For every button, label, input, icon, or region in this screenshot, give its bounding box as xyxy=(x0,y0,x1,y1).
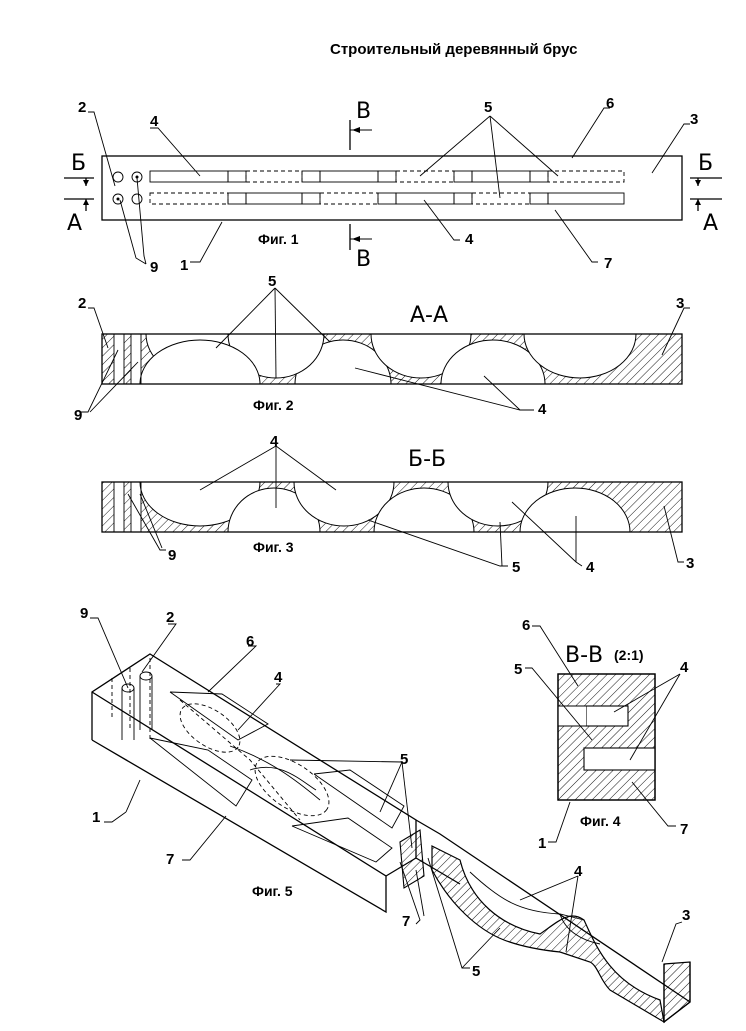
part-number-label: 7 xyxy=(166,851,174,868)
part-number-label: 6 xyxy=(522,617,530,634)
part-number-label: 1 xyxy=(538,835,546,852)
part-number-label: 4 xyxy=(150,113,159,130)
hole-icon xyxy=(131,193,143,205)
part-number-label: 9 xyxy=(74,407,82,424)
part-number-label: 3 xyxy=(682,907,690,924)
part-number-label: 3 xyxy=(690,111,698,128)
part-number-label: 5 xyxy=(514,661,522,678)
part-number-label: 2 xyxy=(166,609,174,626)
fig5-isometric: 9 2 6 4 5 1 7 7 5 4 3 Фиг. 5 xyxy=(80,605,691,1024)
part-number-label: 5 xyxy=(472,963,480,980)
part-number-label: 4 xyxy=(538,401,547,418)
section-title-vv: В-В xyxy=(565,643,603,668)
fig2-section-aa: А-А 2 5 3 9 4 xyxy=(74,273,690,424)
section-mark-a-right: А xyxy=(703,211,718,236)
part-number-label: 4 xyxy=(586,559,595,576)
part-number-label: 3 xyxy=(676,295,684,312)
part-number-label: 5 xyxy=(484,99,492,116)
part-number-label: 1 xyxy=(180,257,188,274)
drawing-title: Строительный деревянный брус xyxy=(330,41,577,58)
section-mark-b-right: Б xyxy=(698,151,713,176)
fig4-caption: Фиг. 4 xyxy=(580,813,621,829)
hole-icon xyxy=(112,171,124,183)
part-number-label: 9 xyxy=(150,259,158,276)
fig2-caption: Фиг. 2 xyxy=(253,397,294,413)
section-mark-b-left: Б xyxy=(71,151,86,176)
part-number-label: 9 xyxy=(80,605,88,622)
part-number-label: 1 xyxy=(92,809,100,826)
fig1-caption: Фиг. 1 xyxy=(258,231,299,247)
fig3-section-bb: Б-Б 4 9 5 4 3 Фиг. 3 xyxy=(101,433,694,576)
section-mark-v-bottom: В xyxy=(356,247,371,272)
part-number-label: 5 xyxy=(268,273,276,290)
section-mark-a-left: А xyxy=(67,211,82,236)
part-number-label: 2 xyxy=(78,295,86,312)
hole-icon xyxy=(112,193,124,205)
part-number-label: 6 xyxy=(246,633,254,650)
part-number-label: 5 xyxy=(400,751,408,768)
fig3-caption: Фиг. 3 xyxy=(253,539,294,555)
part-number-label: 7 xyxy=(604,255,612,272)
part-number-label: 4 xyxy=(574,863,583,880)
section-title-aa: А-А xyxy=(410,303,448,328)
part-number-label: 7 xyxy=(680,821,688,838)
section-scale-vv: (2:1) xyxy=(614,647,644,663)
part-number-label: 9 xyxy=(168,547,176,564)
part-number-label: 3 xyxy=(686,555,694,572)
section-mark-v-top: В xyxy=(356,99,371,124)
section-title-bb: Б-Б xyxy=(408,447,446,472)
fig4-section-vv: В-В (2:1) 6 5 4 7 1 Фиг. 4 xyxy=(514,617,689,852)
fig1-top-view: Б А Б А В В 2 4 5 6 3 9 1 xyxy=(64,95,722,276)
part-number-label: 7 xyxy=(402,913,410,930)
part-number-label: 4 xyxy=(270,433,279,450)
beam-outline-fig1 xyxy=(101,155,683,221)
part-number-label: 5 xyxy=(512,559,520,576)
fig5-caption: Фиг. 5 xyxy=(252,883,293,899)
part-number-label: 4 xyxy=(680,659,689,676)
part-number-label: 6 xyxy=(606,95,614,112)
part-number-label: 2 xyxy=(78,99,86,116)
part-number-label: 4 xyxy=(274,669,283,686)
part-number-label: 4 xyxy=(465,231,474,248)
